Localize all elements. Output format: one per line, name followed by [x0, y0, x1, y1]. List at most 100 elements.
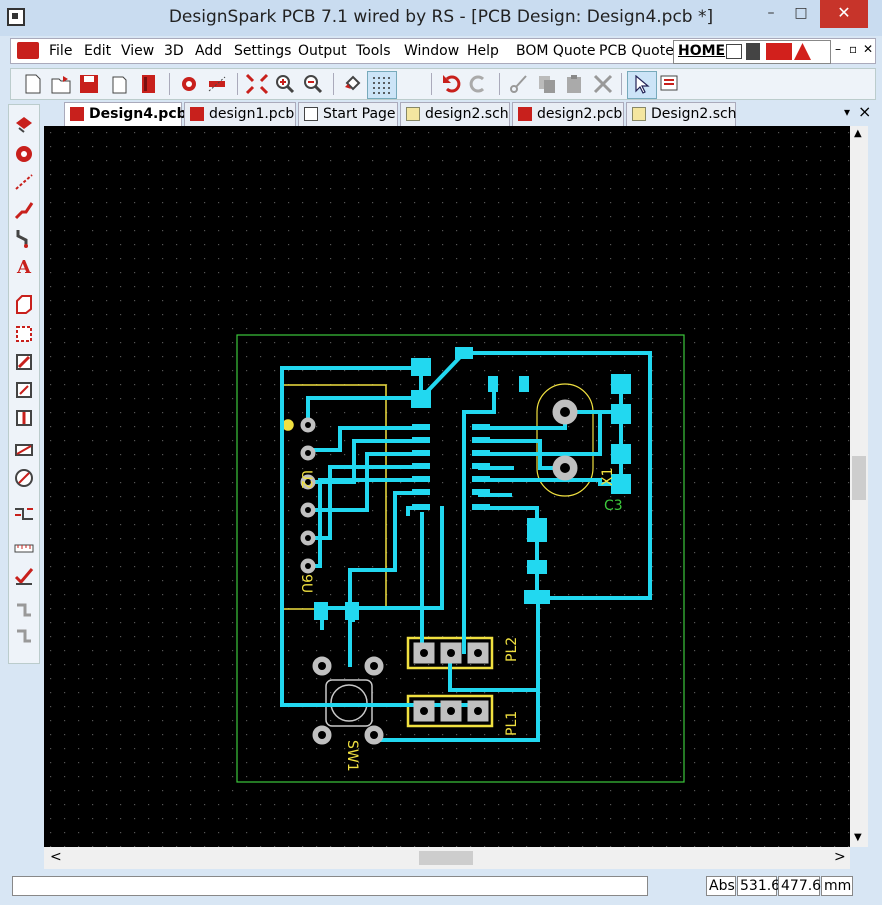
add-component-icon[interactable]	[13, 113, 35, 135]
units-indicator[interactable]: mm	[821, 876, 853, 896]
pad[interactable]	[611, 404, 631, 424]
pcb-chip-icon[interactable]	[746, 43, 760, 60]
interaction-bar-icon[interactable]	[659, 73, 683, 95]
zoom-out-icon[interactable]	[301, 73, 325, 95]
scroll-right-arrow-icon[interactable]: >	[834, 849, 846, 865]
vertical-scroll-thumb[interactable]	[852, 456, 866, 500]
undo-icon[interactable]	[439, 73, 463, 95]
menu-output[interactable]: Output	[298, 43, 347, 59]
add-text-icon[interactable]: A	[17, 257, 31, 278]
smd-pads[interactable]	[314, 347, 631, 620]
measure-ruler-icon[interactable]	[13, 537, 35, 559]
home-button[interactable]: HOME	[678, 43, 726, 59]
pad[interactable]	[455, 347, 473, 359]
board-outline[interactable]	[236, 334, 685, 783]
allied-logo-icon[interactable]	[794, 43, 811, 60]
tab-design1-pcb[interactable]: design1.pcb	[184, 102, 296, 126]
add-line-icon[interactable]	[13, 407, 35, 429]
add-board-outline-icon[interactable]	[13, 293, 35, 315]
add-route-icon[interactable]	[13, 227, 35, 249]
scroll-up-arrow-icon[interactable]: ▲	[854, 128, 862, 139]
paste-icon[interactable]	[563, 73, 587, 95]
app-icon[interactable]	[7, 8, 25, 26]
add-jumper-icon[interactable]	[13, 503, 35, 525]
design-settings-gear-icon[interactable]	[177, 73, 201, 95]
mdi-restore-button[interactable]: ▫	[849, 42, 858, 56]
close-button[interactable]: ✕	[820, 0, 868, 28]
vertical-scrollbar[interactable]: ▲ ▼	[850, 126, 868, 847]
design-rule-check-icon[interactable]	[13, 565, 35, 587]
menu-window[interactable]: Window	[404, 43, 460, 59]
add-dimension-icon[interactable]	[13, 439, 35, 461]
rs-logo-icon[interactable]	[766, 43, 792, 60]
grid-toggle-active[interactable]	[367, 71, 397, 99]
tab-design2-pcb[interactable]: design2.pcb	[512, 102, 624, 126]
route-net-icon[interactable]	[13, 625, 35, 647]
scroll-down-arrow-icon[interactable]: ▼	[854, 832, 862, 843]
pad[interactable]	[314, 602, 328, 620]
fill-paint-icon[interactable]	[341, 73, 365, 95]
pad[interactable]	[345, 602, 359, 620]
zoom-in-icon[interactable]	[273, 73, 297, 95]
mdi-minimize-button[interactable]: –	[835, 42, 841, 56]
menu-file[interactable]: File	[49, 43, 73, 59]
tab-design2-sch[interactable]: design2.sch	[400, 102, 510, 126]
menu-pcb-quote[interactable]: PCB Quote	[599, 43, 674, 59]
menu-edit[interactable]: Edit	[84, 43, 112, 59]
menu-settings[interactable]: Settings	[234, 43, 292, 59]
designspark-pcb-logo-icon[interactable]	[726, 44, 742, 59]
pcb-canvas[interactable]: PL2 PL1 SW1 X1 C3 9U U2	[44, 126, 850, 847]
menu-bom-quote[interactable]: BOM Quote	[516, 43, 596, 59]
pl1-outline[interactable]	[406, 694, 494, 728]
pad[interactable]	[524, 590, 550, 604]
maximize-button[interactable]: □	[794, 5, 808, 21]
document-menu-icon[interactable]	[17, 42, 39, 59]
zoom-fit-icon[interactable]	[245, 73, 269, 95]
cut-icon[interactable]	[507, 73, 531, 95]
open-file-icon[interactable]	[49, 73, 73, 95]
menu-3d[interactable]: 3D	[164, 43, 184, 59]
add-shape-icon[interactable]	[13, 351, 35, 373]
tab-design2-sch-upper[interactable]: Design2.sch	[626, 102, 737, 126]
scroll-left-arrow-icon[interactable]: <	[50, 849, 62, 865]
pad[interactable]	[488, 376, 498, 392]
pad[interactable]	[519, 376, 529, 392]
menu-tools[interactable]: Tools	[356, 43, 391, 59]
add-connection-icon[interactable]	[13, 171, 35, 193]
coordinate-mode[interactable]: Abs	[706, 876, 736, 896]
add-pad-icon[interactable]	[13, 143, 35, 165]
horizontal-scrollbar[interactable]: < >	[44, 847, 850, 869]
autorouter-icon[interactable]	[13, 599, 35, 621]
new-file-icon[interactable]	[21, 73, 45, 95]
minimize-button[interactable]: –	[767, 5, 775, 21]
crystal-outline[interactable]	[536, 383, 594, 497]
pad[interactable]	[527, 560, 547, 574]
horizontal-scroll-thumb[interactable]	[419, 851, 473, 865]
redo-icon[interactable]	[467, 73, 491, 95]
menu-add[interactable]: Add	[195, 43, 223, 59]
add-doc-symbol-icon[interactable]	[13, 379, 35, 401]
add-copper-area-icon[interactable]	[13, 323, 35, 345]
menu-view[interactable]: View	[121, 43, 155, 59]
tab-list-dropdown[interactable]: ▾	[844, 105, 851, 119]
tab-start-page[interactable]: Start Page	[298, 102, 398, 126]
pad[interactable]	[611, 474, 631, 494]
add-circle-icon[interactable]	[13, 467, 35, 489]
add-track-icon[interactable]	[13, 199, 35, 221]
copy-icon[interactable]	[535, 73, 559, 95]
pad[interactable]	[611, 374, 631, 394]
delete-icon[interactable]	[591, 73, 615, 95]
pad[interactable]	[411, 358, 431, 376]
through-hole-pads[interactable]	[300, 399, 578, 745]
close-document-icon[interactable]	[107, 73, 131, 95]
tab-design4-pcb[interactable]: Design4.pcb	[64, 102, 187, 128]
menu-help[interactable]: Help	[467, 43, 499, 59]
save-icon[interactable]	[77, 73, 101, 95]
mdi-close-button[interactable]: ✕	[863, 42, 874, 56]
library-book-icon[interactable]	[137, 73, 161, 95]
select-tool-active[interactable]	[627, 71, 657, 99]
pad[interactable]	[411, 390, 431, 408]
tab-close-button[interactable]: ×	[858, 102, 872, 121]
pad[interactable]	[527, 518, 547, 542]
pad[interactable]	[611, 444, 631, 464]
